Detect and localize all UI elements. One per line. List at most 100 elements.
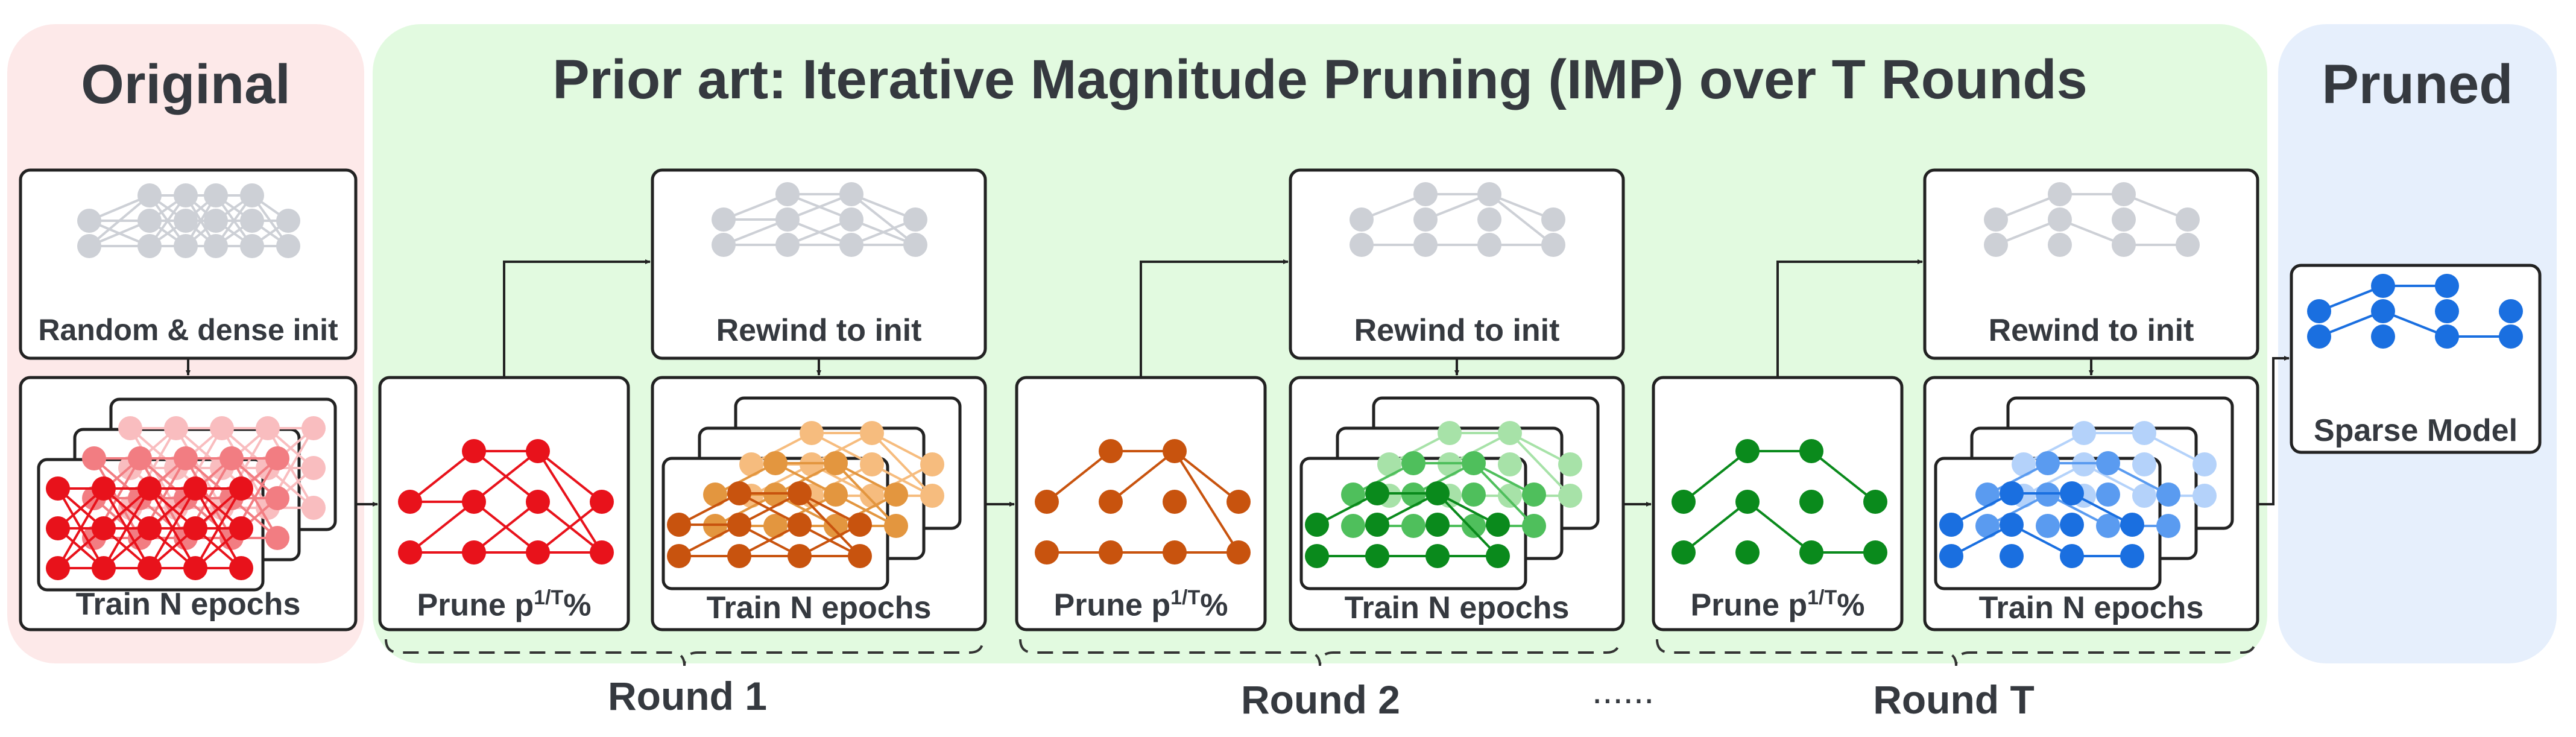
net-node: [903, 207, 927, 232]
net-node: [301, 416, 326, 440]
net-node: [824, 482, 848, 507]
train-label-round1: Train N epochs: [706, 590, 932, 625]
net-node: [590, 540, 614, 565]
net-node: [667, 513, 691, 537]
net-node: [1939, 544, 1963, 568]
net-node: [210, 416, 234, 440]
net-node: [2096, 482, 2120, 507]
net-edge: [103, 488, 151, 569]
arrow-prune2-to-rewind2: [1140, 259, 1289, 378]
net-node: [1425, 481, 1450, 505]
net-node: [256, 416, 280, 440]
net-node: [860, 484, 884, 508]
net-node: [2371, 324, 2395, 349]
net-node: [2156, 482, 2180, 507]
net-node: [276, 234, 300, 258]
net-node: [860, 452, 884, 476]
net-node: [1413, 207, 1438, 232]
net-node: [174, 209, 198, 233]
net-node: [137, 234, 162, 258]
net-edge: [537, 450, 603, 554]
net-node: [240, 209, 264, 233]
net-node: [183, 516, 207, 540]
net-node: [2435, 324, 2459, 349]
net-node: [1413, 182, 1438, 206]
net-node: [2000, 513, 2024, 537]
net-node: [265, 446, 289, 470]
net-node: [1099, 439, 1123, 463]
net-node: [2499, 324, 2523, 349]
round-T-label: Round T: [1873, 677, 2035, 722]
net-node: [2112, 233, 2136, 257]
net-node: [174, 234, 198, 258]
net-node: [2048, 182, 2072, 206]
net-node: [1498, 484, 1522, 508]
net-node: [1305, 513, 1329, 537]
net-node: [1735, 439, 1760, 463]
dense-init-network: [77, 183, 300, 258]
net-node: [137, 516, 162, 540]
net-node: [1401, 514, 1425, 538]
net-node: [137, 556, 162, 580]
net-edge: [537, 450, 603, 503]
net-node: [1341, 482, 1365, 507]
net-node: [712, 233, 736, 257]
net-edge: [798, 492, 861, 557]
net-node: [2176, 233, 2200, 257]
sparse-model-box: [2290, 264, 2542, 454]
net-node: [1522, 482, 1546, 507]
arrow-trainT-to-sparse: [2258, 356, 2290, 505]
net-node: [839, 182, 863, 206]
net-edge: [1110, 450, 1176, 503]
net-edge: [835, 462, 897, 527]
net-node: [1163, 490, 1187, 514]
net-node: [229, 516, 253, 540]
net-edge: [473, 450, 539, 503]
net-node: [2435, 299, 2459, 323]
sparse-network: [2307, 274, 2523, 349]
net-node: [46, 516, 70, 540]
net-node: [775, 233, 800, 257]
net-node: [1035, 490, 1059, 514]
net-node: [204, 209, 228, 233]
prune-label-round1: Prune p1/T%: [417, 586, 592, 623]
net-node: [2132, 484, 2156, 508]
pruned-network-round1: [398, 439, 614, 565]
net-edge: [1473, 462, 1535, 527]
net-node: [2000, 481, 2024, 505]
net-node: [77, 209, 101, 233]
net-node: [590, 490, 614, 514]
net-edge: [1046, 450, 1112, 503]
prune-label-round2: Prune p1/T%: [1053, 586, 1228, 623]
net-node: [2371, 299, 2395, 323]
net-edge: [148, 488, 197, 569]
net-node: [1984, 233, 2008, 257]
net-node: [301, 456, 326, 480]
net-node: [788, 544, 812, 568]
net-node: [1462, 451, 1486, 475]
net-node: [2096, 451, 2120, 475]
net-node: [204, 183, 228, 207]
net-node: [2120, 544, 2144, 568]
net-node: [2192, 484, 2217, 508]
net-node: [860, 421, 884, 445]
net-node: [903, 233, 927, 257]
net-edge: [1488, 193, 1555, 246]
net-node: [2132, 421, 2156, 445]
net-node: [229, 556, 253, 580]
net-node: [1350, 233, 1374, 257]
net-edge: [409, 450, 475, 503]
net-node: [727, 544, 751, 568]
net-node: [219, 446, 244, 470]
net-edge: [1682, 501, 1749, 554]
net-node: [775, 182, 800, 206]
net-edge: [409, 501, 475, 554]
net-edge: [1173, 450, 1240, 503]
net-node: [526, 439, 550, 463]
rewind-network-round1: [712, 182, 927, 257]
net-node: [1541, 233, 1565, 257]
prior-art-title: Prior art: Iterative Magnitude Pruning (…: [552, 49, 2088, 110]
net-edge: [850, 193, 917, 246]
net-node: [1462, 482, 1486, 507]
net-node: [1365, 544, 1389, 568]
